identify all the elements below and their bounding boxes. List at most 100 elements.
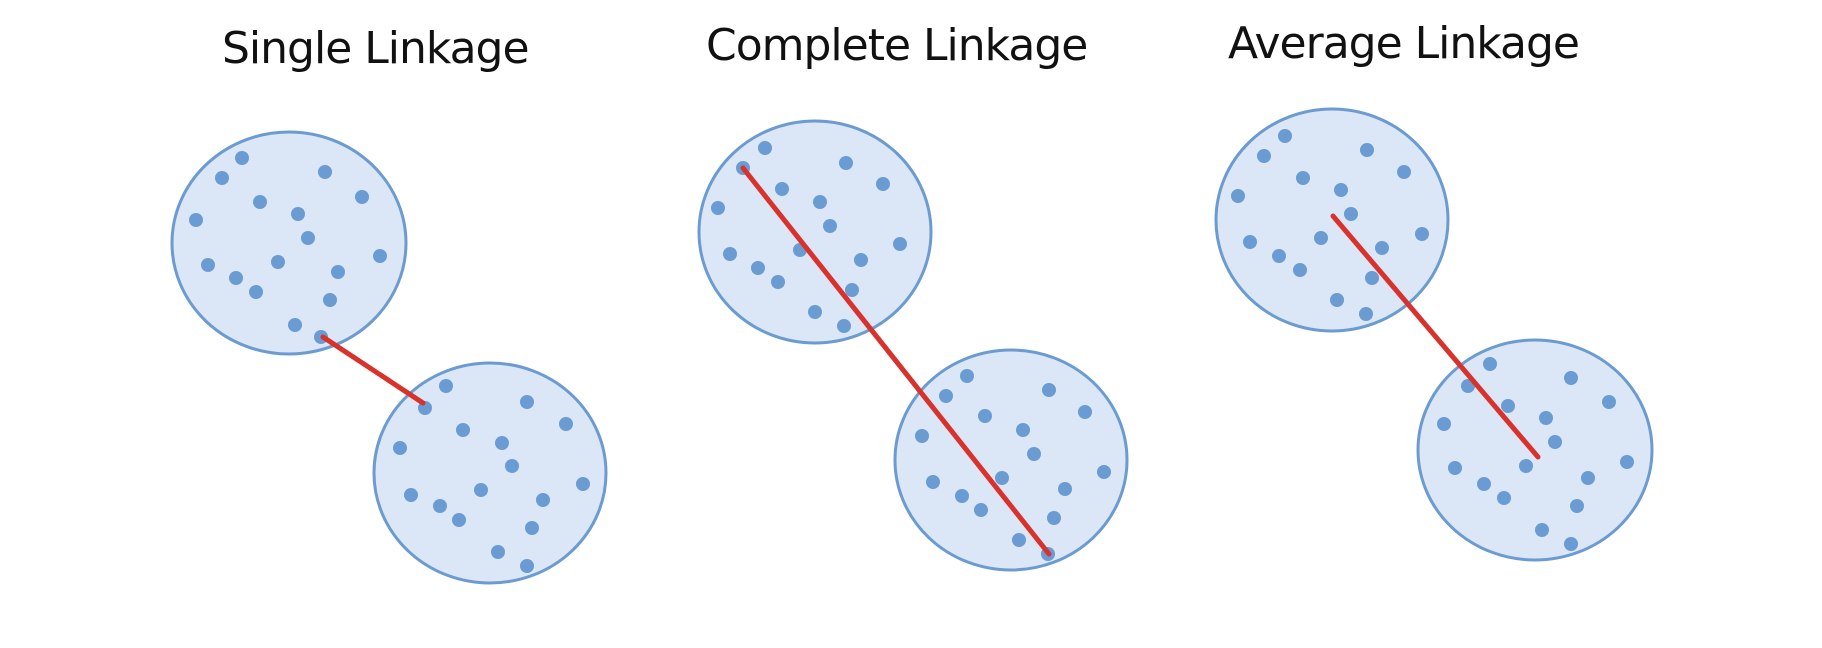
data-point	[525, 521, 539, 535]
data-point	[249, 285, 263, 299]
data-point	[1437, 417, 1451, 431]
data-point	[1278, 129, 1292, 143]
data-point	[1397, 165, 1411, 179]
data-point	[520, 395, 534, 409]
data-point	[978, 409, 992, 423]
data-point	[926, 475, 940, 489]
data-point	[291, 207, 305, 221]
data-point	[288, 318, 302, 332]
average-linkage-line	[1330, 213, 1541, 460]
data-point	[1344, 207, 1358, 221]
cluster-b	[893, 348, 1129, 572]
data-point	[1330, 293, 1344, 307]
cluster-a-points	[711, 141, 907, 333]
data-point	[1535, 523, 1549, 537]
data-point	[1293, 263, 1307, 277]
data-point	[1477, 477, 1491, 491]
data-point	[1360, 143, 1374, 157]
data-point	[1564, 371, 1578, 385]
data-point	[559, 417, 573, 431]
data-point	[1539, 411, 1553, 425]
cluster-a-points	[1231, 129, 1429, 321]
data-point	[1078, 405, 1092, 419]
data-point	[1058, 482, 1072, 496]
data-point	[1272, 249, 1286, 263]
data-point	[253, 195, 267, 209]
cluster-b-points	[1437, 357, 1634, 551]
data-point	[318, 165, 332, 179]
cluster-b	[372, 361, 608, 585]
data-point	[845, 283, 859, 297]
data-point	[823, 219, 837, 233]
data-point	[505, 459, 519, 473]
data-point	[331, 265, 345, 279]
data-point	[711, 201, 725, 215]
data-point	[1097, 465, 1111, 479]
data-point	[775, 182, 789, 196]
panel-complete-linkage	[697, 119, 1129, 572]
cluster-a	[170, 130, 408, 356]
data-point	[751, 261, 765, 275]
data-point	[1296, 171, 1310, 185]
data-point	[1314, 231, 1328, 245]
data-point	[1448, 461, 1462, 475]
data-point	[939, 389, 953, 403]
data-point	[837, 319, 851, 333]
data-point	[495, 436, 509, 450]
cluster-a	[697, 119, 933, 345]
data-point	[1047, 511, 1061, 525]
data-point	[758, 141, 772, 155]
data-point	[439, 379, 453, 393]
data-point	[393, 441, 407, 455]
data-point	[808, 305, 822, 319]
data-point	[854, 253, 868, 267]
complete-linkage-line	[740, 165, 1052, 557]
data-point	[1365, 271, 1379, 285]
data-point	[1602, 395, 1616, 409]
data-point	[1257, 149, 1271, 163]
data-point	[1016, 423, 1030, 437]
data-point	[520, 559, 534, 573]
data-point	[474, 483, 488, 497]
data-point	[536, 493, 550, 507]
data-point	[1042, 383, 1056, 397]
data-point	[974, 503, 988, 517]
cluster-a	[1214, 107, 1450, 333]
data-point	[301, 231, 315, 245]
data-point	[456, 423, 470, 437]
data-point	[915, 429, 929, 443]
data-point	[452, 513, 466, 527]
panel-single-linkage	[170, 130, 608, 585]
data-point	[1231, 189, 1245, 203]
cluster-b-points	[915, 369, 1111, 561]
data-point	[189, 213, 203, 227]
data-point	[1375, 241, 1389, 255]
data-point	[215, 171, 229, 185]
title-average-linkage: Average Linkage	[1228, 18, 1579, 69]
data-point	[433, 499, 447, 513]
data-point	[1501, 399, 1515, 413]
panel-average-linkage	[1214, 107, 1654, 562]
data-point	[235, 151, 249, 165]
data-point	[813, 195, 827, 209]
title-complete-linkage: Complete Linkage	[706, 20, 1087, 71]
cluster-a-points	[189, 151, 387, 344]
data-point	[404, 488, 418, 502]
data-point	[1620, 455, 1634, 469]
data-point	[323, 293, 337, 307]
data-point	[229, 271, 243, 285]
data-point	[995, 471, 1009, 485]
title-single-linkage: Single Linkage	[222, 23, 529, 74]
data-point	[876, 177, 890, 191]
single-linkage-line	[320, 334, 426, 406]
data-point	[960, 369, 974, 383]
data-point	[1359, 307, 1373, 321]
data-point	[201, 258, 215, 272]
data-point	[373, 249, 387, 263]
data-point	[1581, 471, 1595, 485]
data-point	[491, 545, 505, 559]
data-point	[893, 237, 907, 251]
data-point	[1548, 435, 1562, 449]
data-point	[1334, 183, 1348, 197]
